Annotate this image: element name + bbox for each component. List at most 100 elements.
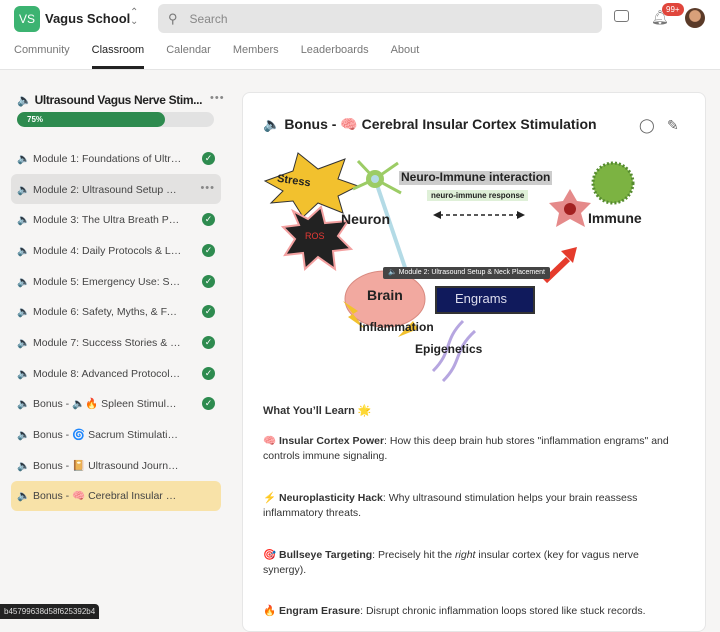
point-title: Engram Erasure — [279, 605, 361, 617]
module-item[interactable]: 🔈 Module 3: The Ultra Breath Proto... ✓ — [11, 204, 221, 235]
nav-tabs: Community Classroom Calendar Members Lea… — [14, 44, 441, 69]
edit-pencil-icon[interactable]: ✎ — [667, 117, 679, 133]
learn-section: What You’ll Learn 🌟 🧠 Insular Cortex Pow… — [263, 404, 683, 619]
search-icon: ⚲ — [168, 10, 178, 26]
completed-check-icon: ✓ — [202, 213, 215, 227]
tab-about[interactable]: About — [390, 44, 420, 56]
label-brain: Brain — [367, 287, 403, 303]
module-item[interactable]: 🔈 Module 1: Foundations of Ultras... ✓ — [11, 143, 221, 174]
ros-burst — [280, 205, 354, 272]
course-progress-bar: 75% — [17, 112, 214, 127]
module-item[interactable]: 🔈 Module 4: Daily Protocols & Lifes... ✓ — [11, 235, 221, 266]
completed-check-icon: ✓ — [202, 305, 215, 319]
lightning-emoji-icon: ⚡ — [263, 492, 277, 504]
module-label: 🔈 Module 6: Safety, Myths, & FAQs — [17, 306, 182, 319]
label-engrams: Engrams — [455, 291, 508, 306]
module-item[interactable]: 🔈 Bonus - 🌀 Sacrum Stimulation With U... — [11, 419, 221, 450]
notification-badge: 99+ — [662, 3, 684, 16]
module-label: 🔈 Module 5: Emergency Use: Splee... — [17, 275, 182, 288]
community-switcher-icon[interactable]: ⌃⌄ — [130, 7, 139, 27]
lightning-icon — [343, 301, 365, 329]
module-label: 🔈 Module 8: Advanced Protocols & ... — [17, 367, 182, 380]
module-label: 🔈 Module 2: Ultrasound Setup & Ne... — [17, 183, 182, 196]
label-interaction: Neuro-Immune interaction — [399, 170, 553, 185]
module-label: 🔈 Bonus - 🌀 Sacrum Stimulation With U... — [17, 429, 182, 442]
point-text: : Precisely hit the — [372, 549, 456, 561]
completed-check-icon: ✓ — [202, 151, 215, 165]
label-immune: Immune — [588, 210, 642, 226]
completed-check-icon: ✓ — [202, 366, 215, 380]
module-item[interactable]: 🔈 Module 8: Advanced Protocols & ... ✓ — [11, 358, 221, 389]
learn-point: ⚡ Neuroplasticity Hack: Why ultrasound s… — [263, 491, 683, 521]
point-title: Insular Cortex Power — [279, 435, 385, 447]
module-item[interactable]: 🔈 Bonus - 📔 Ultrasound Journaling Prot..… — [11, 450, 221, 481]
brain-emoji-icon: 🧠 — [263, 435, 277, 447]
point-title: Neuroplasticity Hack — [279, 492, 383, 504]
tab-members[interactable]: Members — [232, 44, 279, 56]
module-label: 🔈 Module 1: Foundations of Ultras... — [17, 152, 182, 165]
learn-heading: What You’ll Learn 🌟 — [263, 405, 372, 417]
completed-check-icon: ✓ — [202, 243, 215, 257]
label-response: neuro-immune response — [427, 190, 529, 202]
engrams-box — [435, 286, 535, 314]
point-emphasis: right — [455, 549, 476, 561]
label-epigenetics: Epigenetics — [415, 342, 483, 356]
avatar[interactable] — [685, 8, 705, 28]
lesson-diagram-image: Stress ROS Neuron Neuro-Immune interacti… — [263, 151, 693, 391]
community-logo[interactable]: VS — [14, 6, 40, 32]
module-label: 🔈 Bonus - 📔 Ultrasound Journaling Prot..… — [17, 459, 182, 472]
mark-complete-icon[interactable]: ◯ — [639, 117, 655, 133]
arrow-head-right — [517, 211, 525, 219]
status-bar-url: b45799638d58f625392b4 — [0, 604, 100, 619]
point-text: insular cortex (key for vagus nerve syne… — [263, 549, 639, 576]
module-label: 🔈 Module 4: Daily Protocols & Lifes... — [17, 244, 182, 257]
module-item[interactable]: 🔈 Module 6: Safety, Myths, & FAQs ✓ — [11, 296, 221, 327]
community-name[interactable]: Vagus School — [45, 11, 131, 26]
arrow-head-left — [433, 211, 441, 219]
completed-check-icon: ✓ — [202, 274, 215, 288]
diagram-shapes — [263, 152, 635, 383]
completed-check-icon: ✓ — [202, 397, 215, 411]
completed-check-icon: ✓ — [202, 335, 215, 349]
label-neuron: Neuron — [341, 211, 390, 227]
point-text: : Why ultrasound stimulation helps your … — [263, 492, 638, 519]
progress-label: 75% — [17, 112, 165, 127]
label-inflammation: Inflammation — [359, 320, 434, 334]
module-label: 🔈 Module 3: The Ultra Breath Proto... — [17, 214, 182, 227]
search-placeholder: Search — [189, 11, 228, 26]
lesson-title: 🔈 Bonus - 🧠 Cerebral Insular Cortex Stim… — [263, 116, 597, 132]
item-menu-button[interactable]: ••• — [200, 181, 215, 194]
learn-point: 🎯 Bullseye Targeting: Precisely hit the … — [263, 548, 683, 578]
immune-cell-green — [591, 161, 635, 205]
label-ros: ROS — [305, 231, 325, 241]
module-item[interactable]: 🔈 Bonus - 🧠 Cerebral Insular Cortex Sti.… — [11, 480, 221, 512]
module-item[interactable]: 🔈 Module 7: Success Stories & Use... ✓ — [11, 327, 221, 358]
chat-icon[interactable] — [614, 10, 629, 22]
top-bar: VS Vagus School ⌃⌄ ⚲Search 🔔︎ 99+ Commun… — [0, 0, 720, 70]
tab-leaderboards[interactable]: Leaderboards — [300, 44, 369, 56]
tab-community[interactable]: Community — [14, 44, 70, 56]
module-label: 🔈 Bonus - 🔈🔥 Spleen Stimulation... — [17, 398, 182, 411]
course-menu-button[interactable]: ••• — [210, 92, 225, 104]
module-item[interactable]: 🔈 Module 2: Ultrasound Setup & Ne... ••• — [11, 173, 221, 205]
course-title: 🔈 Ultrasound Vagus Nerve Stim... — [17, 93, 203, 107]
learn-point: 🧠 Insular Cortex Power: How this deep br… — [263, 434, 683, 464]
tooltip: 🔈 Module 2: Ultrasound Setup & Neck Plac… — [383, 267, 550, 280]
module-item[interactable]: 🔈 Module 5: Emergency Use: Splee... ✓ — [11, 266, 221, 297]
tab-classroom[interactable]: Classroom — [91, 44, 144, 69]
point-title: Bullseye Targeting — [279, 549, 373, 561]
stress-burst — [263, 152, 360, 218]
learn-point: 🔥 Engram Erasure: Disrupt chronic inflam… — [263, 604, 683, 619]
tab-calendar[interactable]: Calendar — [166, 44, 211, 56]
fire-emoji-icon: 🔥 — [263, 605, 277, 617]
module-item[interactable]: 🔈 Bonus - 🔈🔥 Spleen Stimulation... ✓ — [11, 389, 221, 420]
search-input[interactable]: ⚲ Search — [158, 4, 602, 33]
module-label: 🔈 Module 7: Success Stories & Use... — [17, 336, 182, 349]
module-label: 🔈 Bonus - 🧠 Cerebral Insular Cortex Sti.… — [17, 490, 182, 503]
module-list: 🔈 Module 1: Foundations of Ultras...✓🔈 M… — [11, 143, 221, 512]
point-text: : How this deep brain hub stores "inflam… — [263, 435, 669, 462]
point-text: : Disrupt chronic inflammation loops sto… — [360, 605, 646, 617]
target-emoji-icon: 🎯 — [263, 549, 277, 561]
dna-graphic — [431, 319, 477, 383]
lesson-card: 🔈 Bonus - 🧠 Cerebral Insular Cortex Stim… — [242, 92, 706, 632]
